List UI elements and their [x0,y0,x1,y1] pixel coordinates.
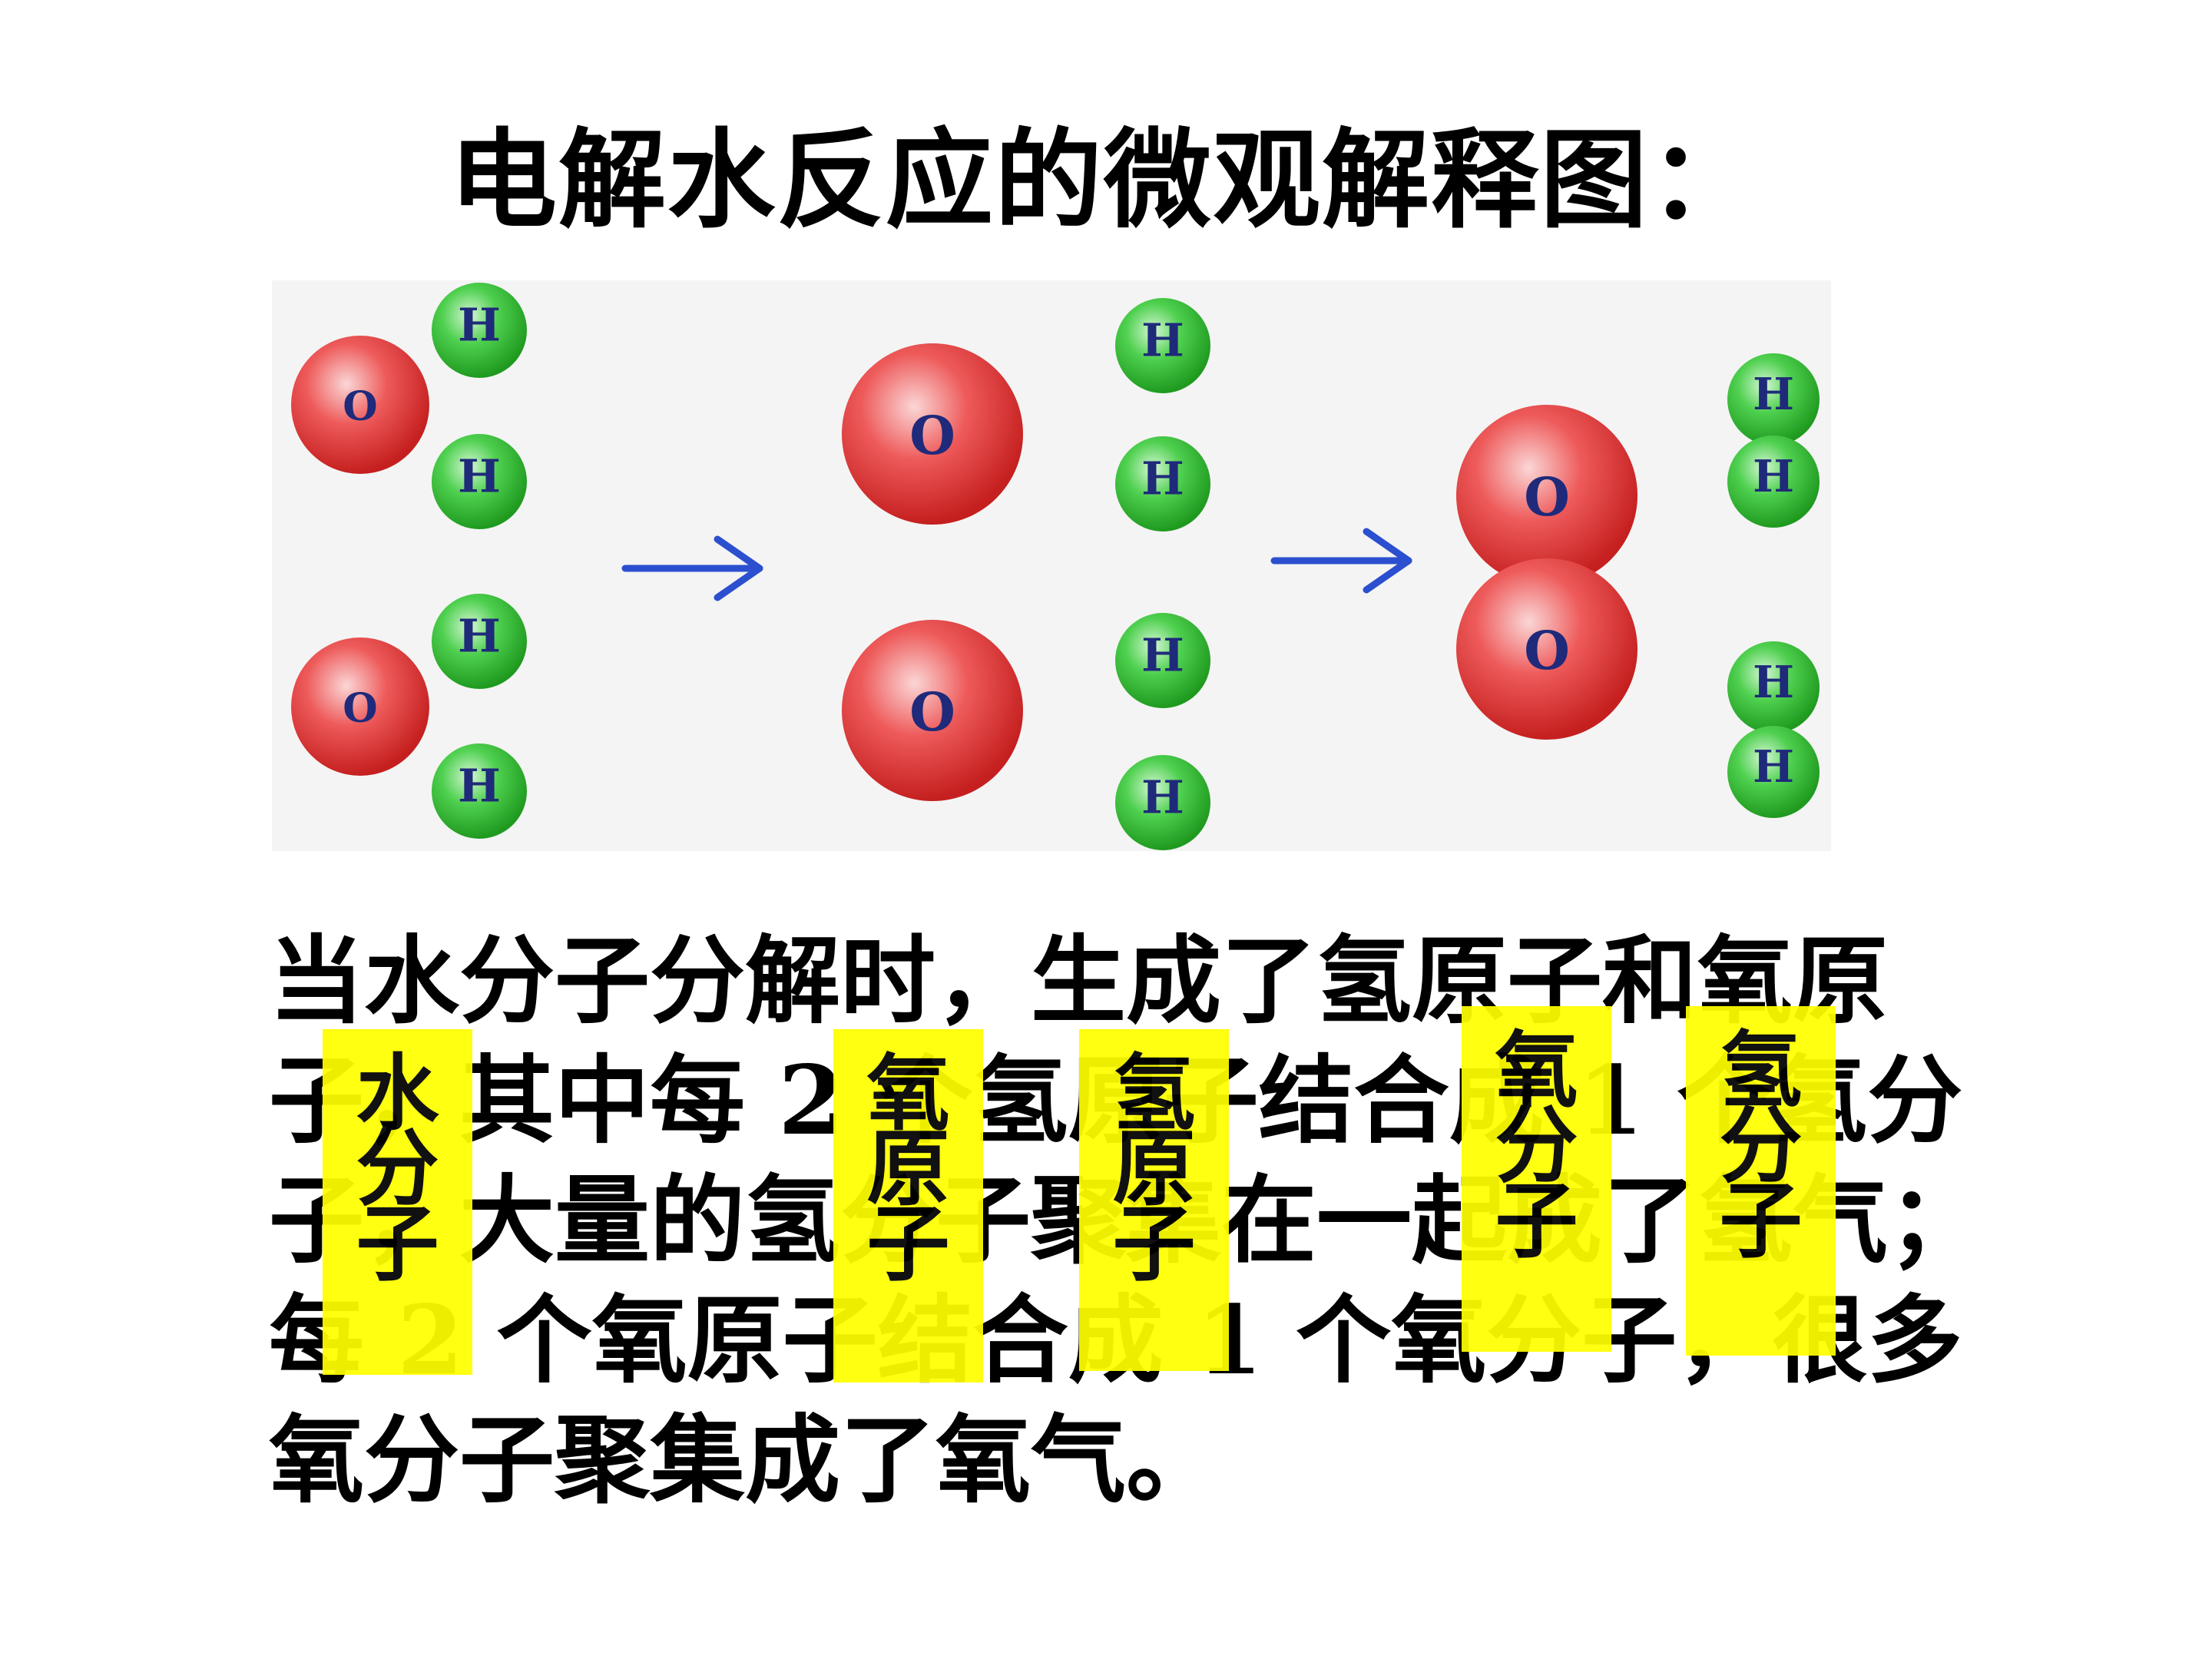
hydrogen-atom: H [1727,353,1820,445]
oxygen-label: O [1524,467,1570,528]
oxygen-atom: O [842,343,1023,525]
highlight-char: 分 [1495,1098,1578,1194]
highlight-char: 氢 [1719,1022,1803,1119]
highlight-char: 分 [356,1121,439,1217]
hydrogen-label: H [1141,629,1184,682]
oxygen-label: O [1524,621,1570,682]
highlight-char: 氧 [866,1045,950,1142]
highlight-char: 分 [1719,1098,1803,1194]
arrow-icon [1270,528,1412,594]
hydrogen-label: H [1753,741,1794,793]
hydrogen-atom: H [1115,755,1210,850]
hydrogen-atom: H [1115,298,1210,393]
hydrogen-atom: H [432,283,527,378]
highlight-char: 原 [866,1121,950,1217]
oxygen-atom: O [291,336,429,474]
page-title: 电解水反应的微观解释图： [449,118,1759,243]
hydrogen-atom: H [1727,726,1820,818]
hydrogen-label: H [458,610,501,663]
hydrogen-label: H [458,299,501,352]
oxygen-label: O [343,383,377,430]
highlight-char: 氧 [1495,1022,1578,1119]
highlight-char: 子 [1112,1196,1196,1293]
highlight-char: 水 [356,1045,439,1142]
hydrogen-label: H [1753,657,1794,708]
highlight-water-molecule: 水分子 [323,1029,472,1375]
highlight-char: 子 [356,1196,439,1293]
highlight-char: 氢 [1112,1045,1196,1142]
oxygen-label: O [909,682,955,743]
hydrogen-atom: H [432,743,527,839]
oxygen-label: O [909,406,955,467]
highlight-oxygen-atom: 氧原子 [833,1029,983,1382]
oxygen-atom: O [842,620,1023,801]
oxygen-label: O [343,685,377,732]
oxygen-atom: O [291,637,429,776]
hydrogen-label: H [1141,314,1184,367]
highlight-char: 子 [1719,1173,1803,1270]
hydrogen-atom: H [432,434,527,529]
oxygen-atom: O [1456,558,1637,740]
oxygen-atom: O [1456,405,1637,586]
hydrogen-atom: H [1727,435,1820,528]
highlight-char: 子 [1495,1173,1578,1270]
body-line-5: 氧分子聚集成了氧气。 [269,1405,1222,1516]
hydrogen-label: H [458,760,501,813]
hydrogen-atom: H [432,594,527,689]
hydrogen-atom: H [1727,641,1820,733]
highlight-oxygen-molecule: 氧分子 [1462,1006,1611,1352]
hydrogen-label: H [1141,452,1184,505]
hydrogen-label: H [1141,771,1184,824]
highlight-char: 子 [866,1196,950,1293]
highlight-hydrogen-atom: 氢原子 [1079,1029,1229,1371]
hydrogen-atom: H [1115,436,1210,531]
hydrogen-label: H [458,450,501,503]
arrow-icon [621,535,763,601]
hydrogen-label: H [1753,369,1794,420]
hydrogen-label: H [1753,451,1794,502]
body-line-1: 当水分子分解时，生成了氢原子和氧原 [269,926,1889,1037]
highlight-char: 原 [1112,1121,1196,1217]
highlight-hydrogen-molecule: 氢分子 [1686,1006,1836,1356]
hydrogen-atom: H [1115,613,1210,708]
